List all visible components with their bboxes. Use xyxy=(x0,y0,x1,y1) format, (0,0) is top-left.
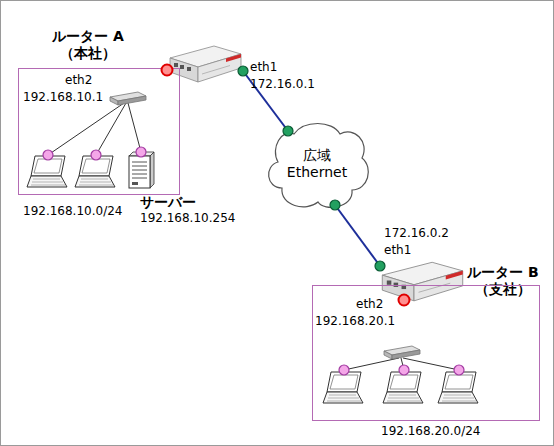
router-title: ルーター A （本社） xyxy=(46,28,130,62)
router-graphic xyxy=(380,258,465,303)
laptop-pc xyxy=(27,156,67,187)
interface-name: eth1 xyxy=(384,243,411,258)
laptop-pc xyxy=(323,372,363,403)
router-graphic xyxy=(174,63,178,67)
ip-address: 172.16.0.2 xyxy=(384,226,449,241)
laptop-pc xyxy=(438,372,478,403)
laptop-pc xyxy=(75,156,115,187)
wan-port xyxy=(283,126,293,136)
wan-cloud: 広域 Ethernet xyxy=(262,118,372,210)
host-port xyxy=(339,365,349,375)
lan-wire xyxy=(403,358,459,370)
router-graphic xyxy=(202,66,230,75)
subnet-label: 192.168.10.0/24 xyxy=(23,204,122,219)
ip-address: 192.168.10.254 xyxy=(140,211,235,226)
network-link xyxy=(335,205,380,266)
wan-port xyxy=(375,261,385,271)
router-graphic xyxy=(446,271,463,280)
router-title: ルーター B （支社） xyxy=(461,264,545,298)
lan-wire xyxy=(128,103,141,152)
host-port xyxy=(454,365,464,375)
wan-port xyxy=(330,200,340,210)
router-graphic xyxy=(170,58,198,82)
router-device: ルーター B （支社） xyxy=(380,258,465,303)
lan-switch xyxy=(384,346,420,359)
lan-port xyxy=(399,295,410,306)
router-graphic xyxy=(198,54,241,82)
lan-wire xyxy=(48,103,124,155)
cloud-label: 広域 Ethernet xyxy=(282,147,352,181)
server-graphic xyxy=(132,162,147,178)
subnet-label: 192.168.20.0/24 xyxy=(381,424,480,439)
ip-address: 172.16.0.1 xyxy=(250,77,315,92)
interface-name: eth2 xyxy=(356,297,383,312)
lan-wire xyxy=(344,358,399,370)
wan-port xyxy=(238,66,248,76)
ip-address: 192.168.10.1 xyxy=(23,90,103,105)
router-graphic xyxy=(180,65,184,69)
router-graphic xyxy=(187,67,191,71)
lan-switch xyxy=(110,92,146,105)
server-name: サーバー xyxy=(140,194,196,211)
host-port xyxy=(136,147,146,157)
server-graphic xyxy=(132,182,138,185)
ip-address: 192.168.20.1 xyxy=(315,314,395,329)
lan-segment-box: eth2192.168.20.1192.168.20.0/24 xyxy=(312,285,540,421)
host-port xyxy=(399,365,409,375)
lan-segment-box: eth2192.168.10.1192.168.10.0/24サーバー192.1… xyxy=(18,68,180,195)
lan-wire xyxy=(96,103,126,155)
interface-name: eth1 xyxy=(250,60,277,75)
server-graphic xyxy=(150,152,154,188)
router-graphic xyxy=(226,54,241,62)
host-port xyxy=(91,150,101,160)
interface-name: eth2 xyxy=(65,73,92,88)
cloud-graphic xyxy=(269,124,369,208)
server-graphic xyxy=(129,156,150,188)
host-port xyxy=(43,150,53,160)
laptop-pc xyxy=(383,372,423,403)
lan-port xyxy=(162,65,173,76)
